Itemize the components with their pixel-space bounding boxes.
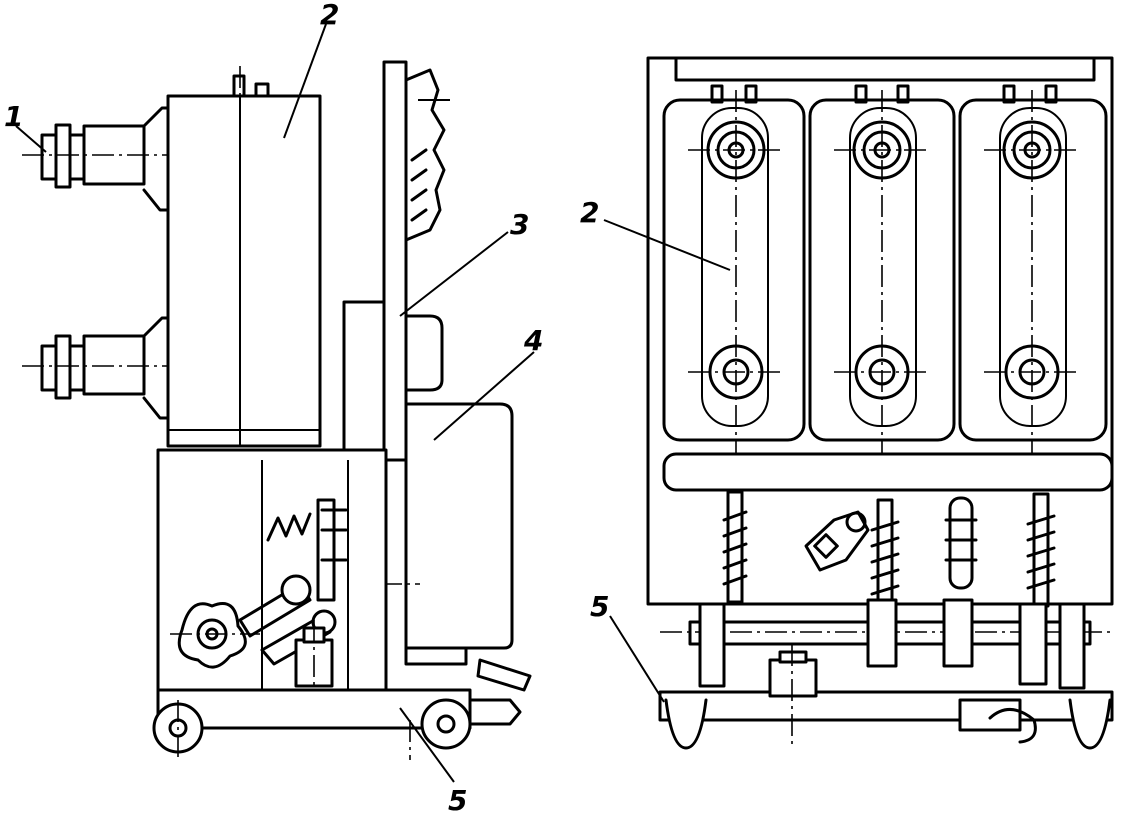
callout-labels: 1 2 3 4 5 2 5 [4,0,609,817]
callout-5-front: 5 [590,590,609,623]
pole-front-middle [808,84,956,470]
poles-front [662,84,1108,470]
terminal-bushing-upper [22,106,182,212]
side-view [15,23,535,783]
front-view [603,56,1114,750]
operating-mechanism-housing [342,300,514,650]
pole-front-right [958,84,1108,470]
support-insulator [294,620,334,700]
vacuum-interrupter-pole-side [166,66,322,470]
front-panel-side [382,60,450,462]
main-shaft [660,598,1110,690]
leader-lines-front [603,219,731,703]
pole-front-left [662,84,806,470]
callout-3: 3 [510,208,529,241]
cross-beam [662,452,1114,492]
callout-2-front: 2 [580,196,599,229]
cam-lever [170,574,337,669]
callout-4: 4 [523,324,543,357]
wheeled-carriage-front [658,644,1114,750]
wheeled-carriage-side [152,646,532,760]
spring-assemblies [722,490,1056,608]
callout-2-side: 2 [320,0,339,31]
callout-1: 1 [4,100,23,133]
leader-lines-side [15,23,535,783]
front-lever [804,510,870,572]
terminal-bushing-lower [22,316,182,420]
callout-5-side: 5 [448,784,467,817]
